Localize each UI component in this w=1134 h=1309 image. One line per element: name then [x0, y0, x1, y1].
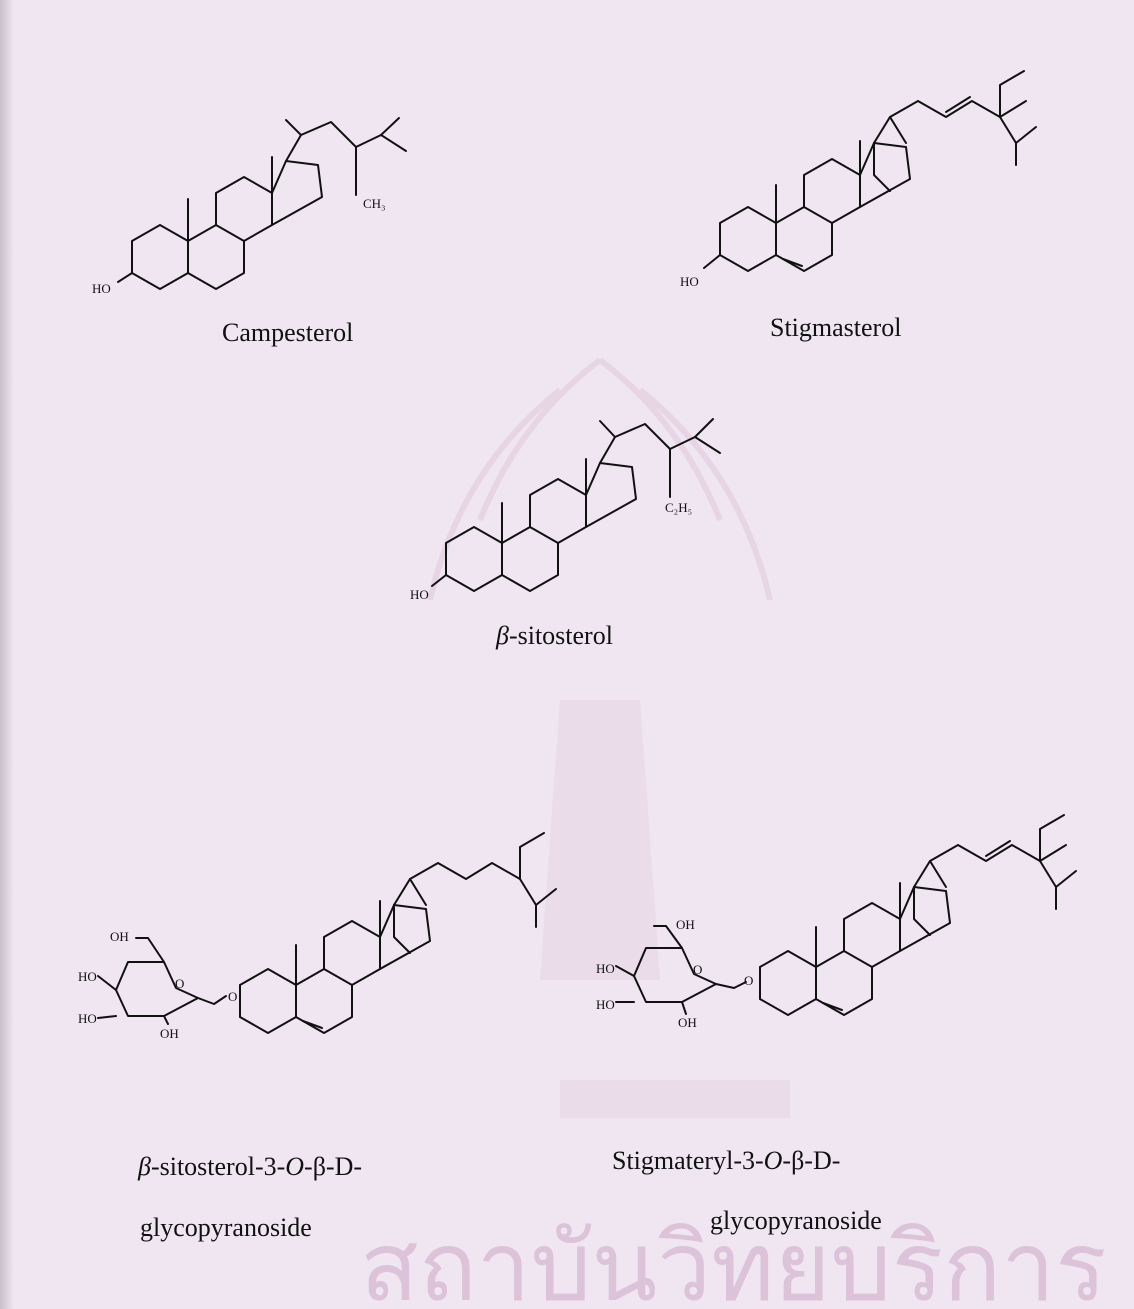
beta-sitosterol-glycoside-name-line1: β-sitosterol-3-O-β-D-	[138, 1154, 362, 1180]
glycoside-1-ring-o-label: O	[175, 976, 185, 991]
scan-edge-shadow	[0, 0, 14, 1309]
glycoside-2-oh-bottom-label: OH	[678, 1015, 697, 1030]
beta-sitosterol-name-prefix: β	[496, 621, 509, 650]
glycoside-2-name-end: -β-D-	[782, 1146, 841, 1175]
stigmateryl-glycoside-name-line1: Stigmateryl-3-O-β-D-	[612, 1148, 840, 1174]
beta-sitosterol-c2h5-label: C₂H₅	[665, 500, 693, 515]
glycoside-1-ho-upper-label: HO	[78, 969, 97, 984]
glycoside-2-name-o: O	[763, 1146, 783, 1175]
glycoside-2-name-start: Stigmateryl-3-	[612, 1146, 764, 1175]
glycoside-1-name-end: -β-D-	[304, 1152, 363, 1181]
glycoside-2-ring-o-label: O	[693, 962, 703, 977]
stigmateryl-glycoside-name-line2: glycopyranoside	[710, 1206, 882, 1235]
glycoside-1-name-o: O	[285, 1152, 305, 1181]
glycoside-2-ho-upper-label: HO	[596, 961, 615, 976]
beta-sitosterol-ho-label: HO	[410, 587, 429, 602]
glycoside-2-ho-lower-label: HO	[596, 997, 615, 1012]
glycoside-2-glycosidic-o-label: O	[744, 973, 754, 988]
glycoside-1-name-prefix: β	[138, 1152, 151, 1181]
glycoside-1-glycosidic-o-label: O	[228, 989, 238, 1004]
glycoside-2-oh-top-label: OH	[676, 917, 695, 932]
glycoside-1-oh-bottom-label: OH	[160, 1026, 179, 1041]
stigmasterol-name: Stigmasterol	[770, 313, 902, 342]
glycoside-1-oh-top-label: OH	[110, 929, 129, 944]
stigmasterol-ho-label: HO	[680, 274, 699, 289]
beta-sitosterol-name-rest: -sitosterol	[508, 621, 613, 650]
campesterol-ch3-label: CH₃	[363, 196, 386, 211]
watermark-text: สถาบันวิทยบริการ	[360, 1211, 1107, 1309]
campesterol-ho-label: HO	[92, 281, 111, 296]
beta-sitosterol-name: β-sitosterol	[496, 623, 613, 649]
glycoside-1-name-rest: -sitosterol-3-	[150, 1152, 286, 1181]
campesterol-name: Campesterol	[222, 318, 354, 347]
glycoside-1-ho-lower-label: HO	[78, 1011, 97, 1026]
beta-sitosterol-glycoside-name-line2: glycopyranoside	[140, 1213, 312, 1242]
